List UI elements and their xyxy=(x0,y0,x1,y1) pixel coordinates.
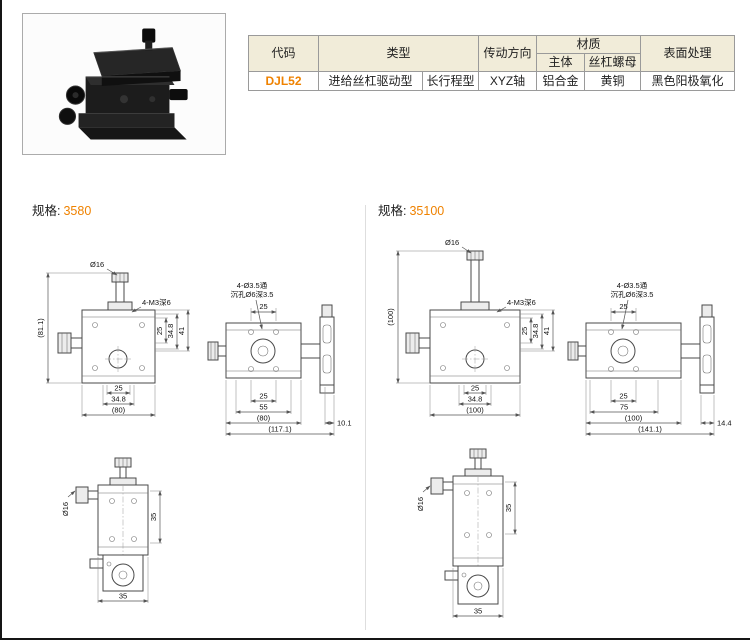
dim-thru-holes-1: 4-Ø3.5通 xyxy=(237,280,268,290)
dim-h3: (100) xyxy=(466,406,484,415)
dim-overall-height: (81.1) xyxy=(36,318,45,338)
dim-b1: 25 xyxy=(259,392,267,401)
spec-label: 规格: xyxy=(378,204,407,218)
dim-v1: 25 xyxy=(520,327,529,335)
front-view xyxy=(405,250,521,384)
header-direction: 传动方向 xyxy=(478,35,537,72)
dim-tap-holes: 4-M3深6 xyxy=(507,298,536,307)
section-3580: 规格:3580 xyxy=(20,203,360,626)
spec-label: 规格: xyxy=(32,204,61,218)
dim-v-bottom: 35 xyxy=(504,504,513,512)
dim-h3: (80) xyxy=(112,406,126,415)
dim-h-bottom: 35 xyxy=(119,592,127,601)
dim-h1: 25 xyxy=(471,384,479,393)
dim-knob-dia: Ø16 xyxy=(445,238,459,247)
header-code: 代码 xyxy=(248,35,319,72)
side-view xyxy=(207,304,335,394)
dim-b4: (141.1) xyxy=(638,425,662,434)
dim-top: 25 xyxy=(259,302,267,311)
dim-knob-dia: Ø16 xyxy=(90,260,104,269)
header-type: 类型 xyxy=(318,35,479,72)
product-photo-image xyxy=(23,14,225,154)
dim-h-bottom: 35 xyxy=(474,607,482,616)
header-material: 材质 xyxy=(536,35,641,54)
section-divider xyxy=(365,205,366,630)
spec-value: 3580 xyxy=(63,204,92,218)
dim-h2: 34.8 xyxy=(468,395,483,404)
dim-thru-holes-2: 沉孔Ø6深3.5 xyxy=(231,290,274,299)
dim-v3: 41 xyxy=(542,327,551,335)
product-photo xyxy=(22,13,226,155)
side-dimensions: 4-Ø3.5通 沉孔Ø6深3.5 25 25 75 (100) xyxy=(585,280,732,436)
cell-surface: 黑色阳极氧化 xyxy=(640,71,735,91)
spec-table: 代码 类型 传动方向 材质 表面处理 主体 丝杠螺母 DJL52 进给丝杠驱动型… xyxy=(248,35,735,91)
dim-b3: (80) xyxy=(257,414,271,423)
drawing-3580: Ø16 (81.1) 4-M3深6 25 34.8 41 xyxy=(36,260,352,603)
bottom-view xyxy=(430,448,504,605)
bottom-view xyxy=(75,457,149,592)
table-row: DJL52 进给丝杠驱动型 长行程型 XYZ轴 铝合金 黄铜 黑色阳极氧化 xyxy=(248,71,735,91)
dim-tap-holes: 4-M3深6 xyxy=(142,298,171,307)
cell-type-stroke: 长行程型 xyxy=(422,71,479,91)
dim-h1: 25 xyxy=(114,384,122,393)
bottom-dimensions: Ø16 35 35 xyxy=(61,490,162,603)
dim-v3: 41 xyxy=(177,327,186,335)
dim-v2: 34.8 xyxy=(531,324,540,339)
dim-b2: 55 xyxy=(259,403,267,412)
dim-v1: 25 xyxy=(155,327,164,335)
front-dimensions: Ø16 (100) 4-M3深6 25 34.8 41 xyxy=(386,238,555,417)
spec-title-3580: 规格:3580 xyxy=(32,203,360,219)
cell-material-body: 铝合金 xyxy=(536,71,585,91)
dim-overall-height: (100) xyxy=(386,308,395,326)
drawing-35100: Ø16 (100) 4-M3深6 25 34.8 41 xyxy=(386,238,732,618)
spec-title-35100: 规格:35100 xyxy=(378,203,742,219)
dim-top: 25 xyxy=(619,302,627,311)
cell-type-drive: 进给丝杠驱动型 xyxy=(318,71,423,91)
section-35100: 规格:35100 xyxy=(370,203,742,626)
dim-b3: (100) xyxy=(625,414,643,423)
dim-v-bottom: 35 xyxy=(149,513,158,521)
dim-right: 10.1 xyxy=(337,419,352,428)
header-material-nut: 丝杠螺母 xyxy=(584,53,641,72)
dim-right: 14.4 xyxy=(717,419,732,428)
header-material-body: 主体 xyxy=(536,53,585,72)
front-dimensions: Ø16 (81.1) 4-M3深6 25 34.8 41 xyxy=(36,260,190,417)
dim-b2: 75 xyxy=(620,403,628,412)
dim-knob-dia-bottom: Ø16 xyxy=(416,497,425,511)
dim-h2: 34.8 xyxy=(111,395,126,404)
cell-code: DJL52 xyxy=(248,71,319,91)
cell-material-nut: 黄铜 xyxy=(584,71,641,91)
dim-thru-holes-1: 4-Ø3.5通 xyxy=(617,280,648,290)
spec-value: 35100 xyxy=(409,204,445,218)
front-view xyxy=(57,272,156,384)
bottom-dimensions: Ø16 35 35 xyxy=(416,481,517,618)
cell-direction: XYZ轴 xyxy=(478,71,537,91)
dim-knob-dia-bottom: Ø16 xyxy=(61,502,70,516)
dim-thru-holes-2: 沉孔Ø6深3.5 xyxy=(611,290,654,299)
side-dimensions: 4-Ø3.5通 沉孔Ø6深3.5 25 25 55 (80) xyxy=(225,280,352,436)
dim-b4: (117.1) xyxy=(268,425,292,434)
side-view xyxy=(567,304,715,394)
header-surface: 表面处理 xyxy=(640,35,735,72)
dim-v2: 34.8 xyxy=(166,324,175,339)
dim-b1: 25 xyxy=(619,392,627,401)
